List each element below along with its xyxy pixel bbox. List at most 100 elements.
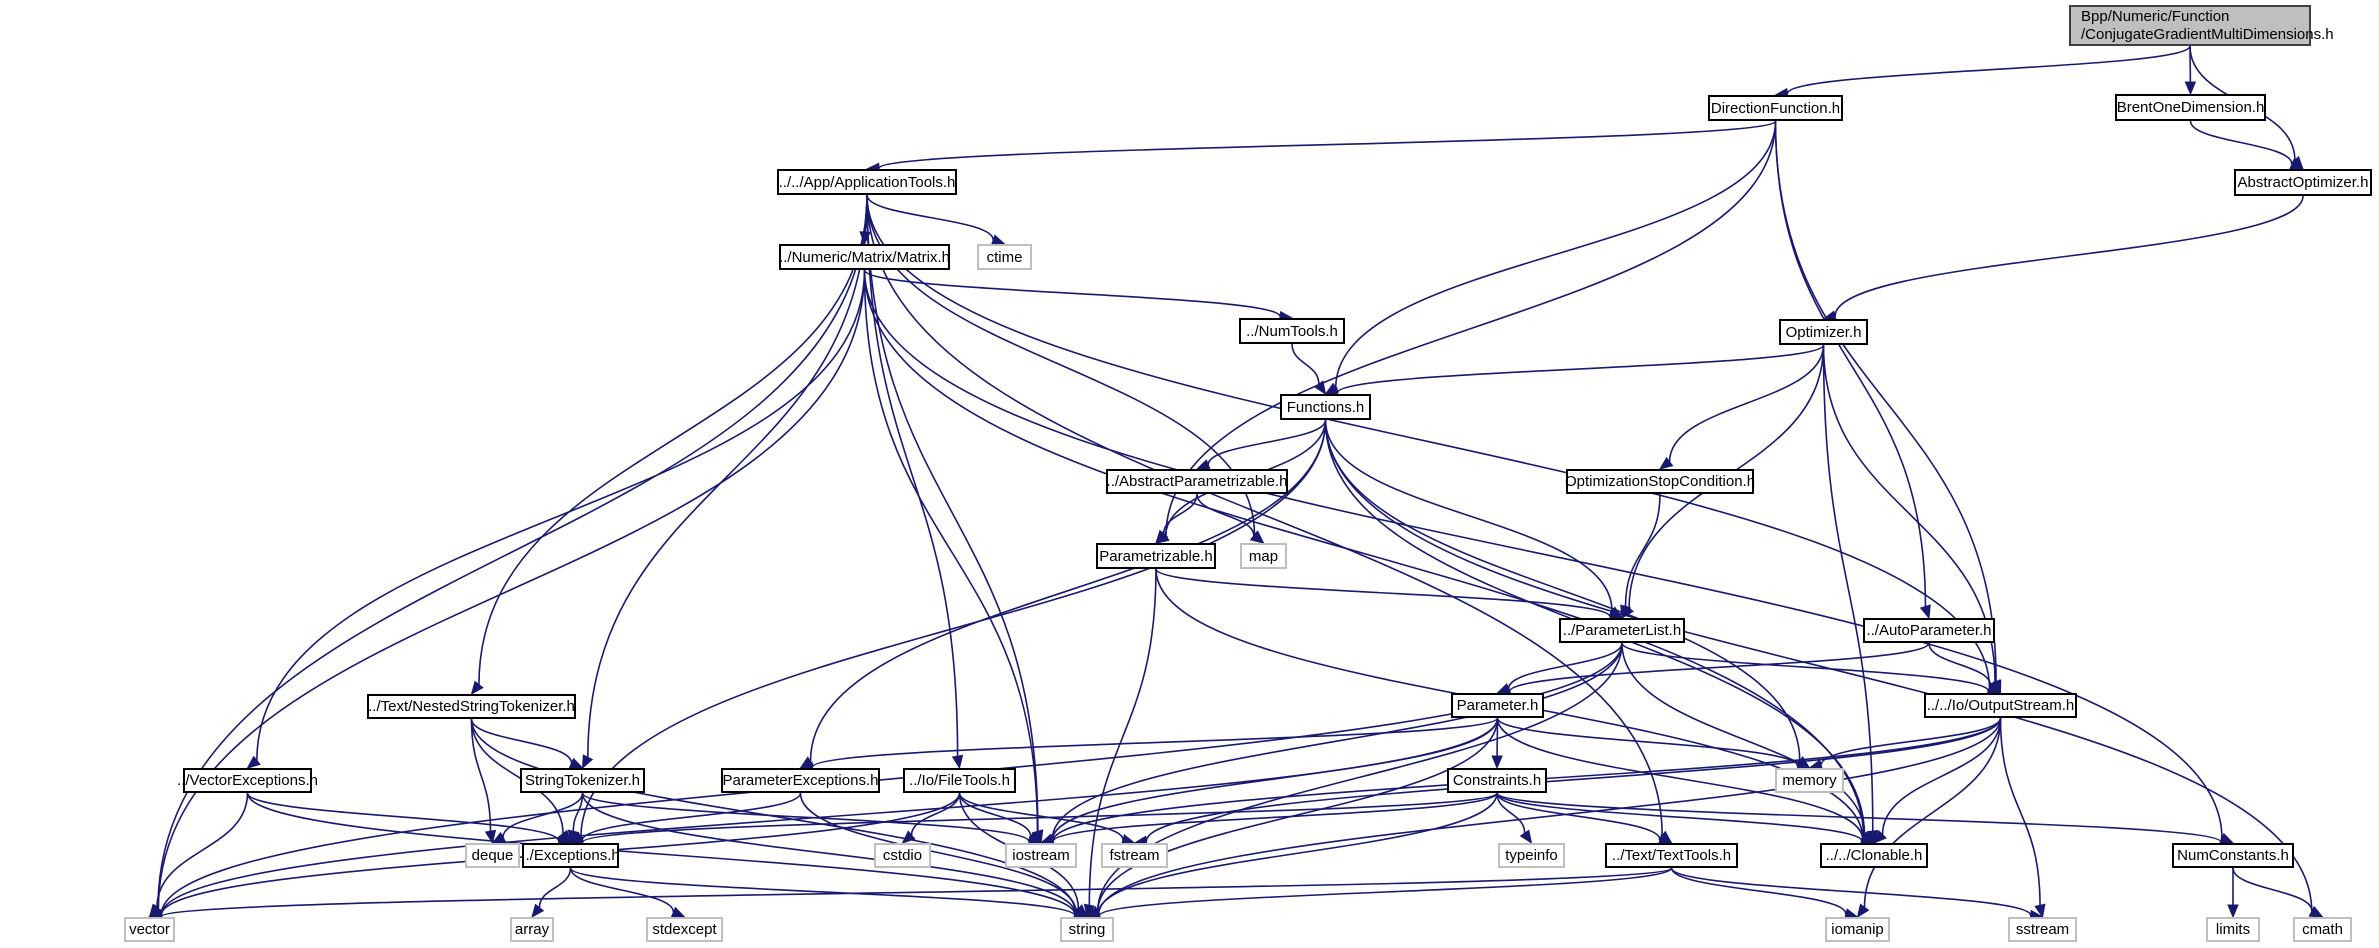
node-deque: deque — [465, 843, 520, 868]
edge-DirectionFunction-to-OutputStream — [1774, 120, 1997, 682]
arrowhead-icon — [1873, 830, 1887, 844]
arrowhead-icon — [1856, 903, 1870, 919]
node-constraints[interactable]: Constraints.h — [1447, 768, 1547, 793]
arrowhead-icon — [1986, 681, 2002, 694]
edge-DirectionFunction-to-Parametrizable — [1165, 120, 1777, 537]
node-sstream: sstream — [2008, 917, 2077, 942]
arrowhead-icon — [2184, 81, 2197, 96]
edge-Constraints-to-TextTools — [1496, 792, 1661, 840]
edge-AbstractParametrizable-to-map — [1196, 493, 1255, 537]
edge-Optimizer-to-Functions — [1336, 344, 1825, 394]
edge-OutputStream-to-fstream — [1145, 717, 2002, 842]
edge-ApplicationTools-to-NestedStringTokenizer — [478, 194, 868, 685]
node-text-tools[interactable]: ../Text/TextTools.h — [1605, 843, 1738, 868]
arrowhead-icon — [1027, 831, 1043, 844]
edge-NestedStringTokenizer-to-Exceptions — [470, 718, 564, 834]
node-parameter[interactable]: Parameter.h — [1451, 693, 1544, 718]
node-iomanip: iomanip — [1825, 917, 1890, 942]
edge-VectorExceptions-to-Exceptions — [246, 792, 560, 842]
arrowhead-icon — [568, 757, 584, 769]
node-application-tools[interactable]: ../../App/ApplicationTools.h — [777, 169, 957, 195]
edge-ParameterList-to-iostream — [1051, 642, 1623, 840]
edge-Matrix-to-VectorExceptions — [256, 269, 866, 761]
node-optimization-stop-condition[interactable]: OptimizationStopCondition.h — [1565, 469, 1755, 494]
edge-ApplicationTools-to-OutputStream — [866, 194, 1991, 689]
edge-Functions-to-ParameterExceptions — [809, 419, 1327, 762]
node-string: string — [1060, 917, 1114, 942]
node-auto-parameter[interactable]: ../AutoParameter.h — [1863, 618, 1995, 643]
edge-TextTools-to-vector — [160, 867, 1673, 918]
arrowhead-icon — [1250, 530, 1265, 544]
edge-DirectionFunction-to-Functions — [1334, 120, 1777, 388]
edge-StringTokenizer-to-iostream — [581, 792, 1030, 843]
node-abstract-optimizer[interactable]: AbstractOptimizer.h — [2234, 169, 2372, 196]
node-ctime: ctime — [977, 244, 1032, 270]
arrowhead-icon — [567, 829, 580, 845]
edge-Parameter-to-string — [1097, 717, 1499, 912]
edge-ParameterList-to-Parameter — [1507, 642, 1623, 689]
edge-StringTokenizer-to-string — [581, 792, 1077, 915]
edge-ApplicationTools-to-FileTools — [866, 194, 959, 757]
arrowhead-icon — [531, 903, 545, 919]
edge-ParameterExceptions-to-Exceptions — [581, 792, 802, 841]
node-num-tools[interactable]: ../NumTools.h — [1239, 318, 1345, 344]
node-clonable[interactable]: ../../Clonable.h — [1820, 843, 1928, 868]
edge-NumConstants-to-cmath — [2232, 867, 2313, 912]
node-string-tokenizer[interactable]: StringTokenizer.h — [520, 768, 645, 793]
edge-ApplicationTools-to-ctime — [866, 194, 994, 241]
arrowhead-icon — [1155, 529, 1169, 544]
node-abstract-parametrizable[interactable]: ../AbstractParametrizable.h — [1106, 469, 1288, 494]
node-parameter-list[interactable]: ../ParameterList.h — [1559, 618, 1685, 643]
edge-FileTools-to-iostream — [958, 792, 1032, 837]
node-num-constants[interactable]: NumConstants.h — [2172, 843, 2294, 868]
edge-Functions-to-memory — [1324, 419, 1801, 761]
arrowhead-icon — [484, 829, 497, 845]
node-vector-exceptions[interactable]: ../VectorExceptions.h — [177, 768, 318, 793]
edge-Parameter-to-ParameterExceptions — [811, 717, 1499, 768]
node-output-stream[interactable]: ../../Io/OutputStream.h — [1924, 693, 2077, 718]
edge-NumTools-to-Functions — [1291, 343, 1320, 385]
node-exceptions[interactable]: ../Exceptions.h — [521, 843, 620, 868]
node-iostream: iostream — [1005, 843, 1077, 868]
edge-Functions-to-Exceptions — [580, 419, 1327, 838]
edge-ApplicationTools-to-TextTools — [866, 194, 1663, 836]
node-direction-function[interactable]: DirectionFunction.h — [1708, 95, 1843, 121]
edge-NestedStringTokenizer-to-StringTokenizer — [470, 718, 573, 764]
node-brent-one-dimension[interactable]: BrentOneDimension.h — [2115, 94, 2266, 121]
edge-Matrix-to-iostream — [863, 269, 1039, 832]
node-nested-string-tokenizer[interactable]: ../Text/NestedStringTokenizer.h — [367, 694, 576, 719]
node-limits: limits — [2206, 917, 2260, 942]
node-vector: vector — [124, 917, 175, 942]
arrowhead-icon — [1658, 456, 1674, 470]
node-parameter-exceptions[interactable]: ParameterExceptions.h — [721, 768, 880, 793]
edge-Matrix-to-NumTools — [863, 269, 1281, 318]
edge-Exceptions-to-string — [569, 867, 1076, 917]
edge-AbstractParametrizable-to-Parametrizable — [1162, 493, 1198, 534]
edge-Constraints-to-string — [1097, 792, 1498, 914]
node-fstream: fstream — [1101, 843, 1168, 868]
arrowhead-icon — [1313, 380, 1327, 396]
arrowhead-icon — [951, 754, 964, 770]
edge-Optimizer-to-OptimizationStopCondition — [1668, 344, 1825, 462]
edge-Parametrizable-to-string — [1088, 568, 1157, 906]
arrowhead-icon — [491, 831, 507, 844]
edge-VectorExceptions-to-vector — [156, 792, 249, 908]
edge-OptimizationStopCondition-to-ParameterList — [1624, 493, 1661, 607]
node-map: map — [1240, 543, 1287, 569]
edge-OutputStream-to-sstream — [1999, 717, 2041, 906]
node-functions[interactable]: Functions.h — [1280, 394, 1371, 420]
arrowhead-icon — [2308, 905, 2324, 918]
node-optimizer[interactable]: Optimizer.h — [1779, 319, 1868, 345]
edge-Matrix-to-NumConstants — [863, 269, 2223, 839]
edge-VectorExceptions-to-string — [246, 792, 1076, 916]
arrowhead-icon — [2289, 158, 2305, 170]
node-matrix[interactable]: ../Numeric/Matrix/Matrix.h — [779, 244, 950, 270]
node-file-tools[interactable]: ../Io/FileTools.h — [903, 768, 1016, 793]
edge-AutoParameter-to-OutputStream — [1928, 642, 1992, 687]
arrowhead-icon — [581, 754, 594, 770]
edge-ParameterList-to-vector — [160, 642, 1623, 915]
edge-OutputStream-to-string — [1097, 717, 2002, 915]
node-parametrizable[interactable]: Parametrizable.h — [1096, 543, 1216, 569]
edge-BrentOneDimension-to-AbstractOptimizer — [2189, 120, 2293, 165]
